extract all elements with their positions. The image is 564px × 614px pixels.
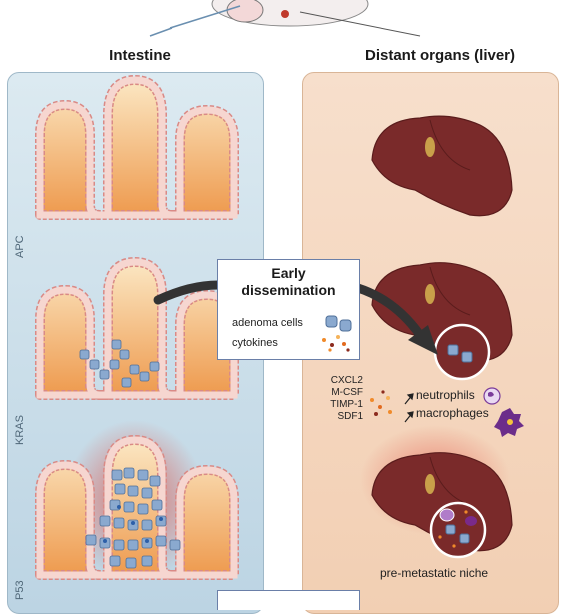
dissemination-arrow — [153, 280, 438, 355]
villi-row-normal — [35, 75, 239, 220]
callout-item-adenoma-cells: adenoma cells — [232, 317, 303, 329]
bottom-callout-partial — [217, 590, 360, 610]
callout-item-cytokines: cytokines — [232, 337, 278, 349]
factor-timp1: TIMP-1 — [330, 399, 363, 410]
villi-row-kras — [35, 435, 239, 580]
cytokine-dots — [370, 390, 392, 416]
callout-title-line2: dissemination — [241, 282, 336, 298]
distant-organs-title: Distant organs (liver) — [364, 47, 516, 64]
macrophage-icon — [494, 408, 524, 437]
callout-title: Early dissemination — [218, 265, 359, 299]
neutrophils-label: neutrophils — [416, 388, 475, 402]
callout-title-line1: Early — [271, 265, 306, 281]
liver-illustrations — [360, 115, 524, 559]
neutrophil-icon — [483, 387, 501, 405]
callout-icons — [322, 315, 352, 352]
factor-mcsf: M-CSF — [331, 387, 363, 398]
liver-apc — [371, 262, 513, 381]
early-dissemination-callout: Early dissemination adenoma cells cytoki… — [217, 259, 360, 360]
small-up-arrows — [404, 393, 414, 423]
pre-metastatic-niche-label: pre-metastatic niche — [380, 566, 489, 580]
macrophages-label: macrophages — [416, 406, 489, 420]
intestine-title: Intestine — [109, 47, 171, 64]
mouse-illustration — [149, 0, 421, 37]
factor-sdf1: SDF1 — [337, 411, 363, 422]
liver-pre-metastatic — [371, 452, 513, 559]
villi-row-apc — [35, 257, 239, 400]
liver-normal — [371, 115, 513, 217]
factor-list: CXCL2 M-CSF TIMP-1 SDF1 — [325, 375, 363, 423]
intestine-illustrations — [35, 75, 239, 580]
factor-cxcl2: CXCL2 — [330, 375, 363, 386]
